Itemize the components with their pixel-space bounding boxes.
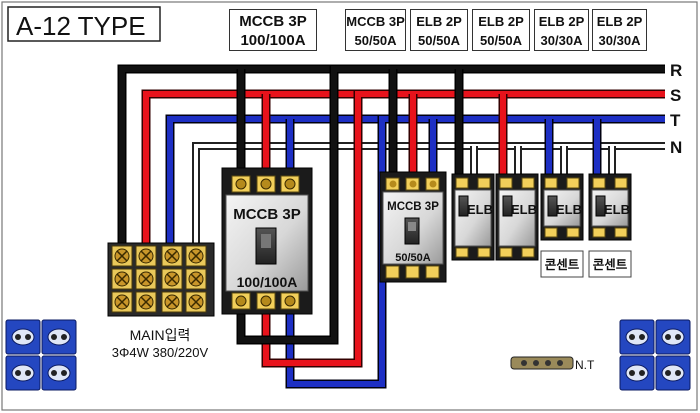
branch-mccb-wires	[388, 69, 438, 180]
branch-mccb-name: MCCB 3P	[387, 201, 439, 213]
main-input-label: MAIN입력	[130, 327, 191, 343]
svg-text:콘센트: 콘센트	[593, 257, 628, 272]
terminal-screw	[161, 245, 183, 267]
svg-text:콘센트: 콘센트	[545, 257, 580, 272]
title-box	[7, 6, 161, 42]
neutral-terminal-bar	[510, 356, 574, 370]
elb-handle	[458, 195, 469, 217]
elb-handle	[595, 195, 606, 217]
terminal-screw	[161, 268, 183, 290]
elb-label: ELB	[604, 202, 630, 217]
spec-label-elb-2: ELB 2P 50/50A	[472, 9, 530, 51]
outlet-label-1: 콘센트	[540, 250, 584, 278]
elb-unit-2: ELB	[495, 173, 539, 261]
elb-wires	[454, 69, 616, 180]
spec-label-branch-mccb: MCCB 3P 50/50A	[345, 9, 406, 51]
elb-handle	[502, 195, 513, 217]
bus-n	[192, 142, 665, 245]
terminal-screw	[135, 268, 157, 290]
main-breaker-name: MCCB 3P	[233, 206, 301, 223]
terminal-screw	[185, 291, 207, 313]
main-breaker-top-screws	[231, 175, 300, 193]
elb-label: ELB	[556, 202, 582, 217]
branch-mccb	[379, 171, 447, 283]
outlet-label-2: 콘센트	[588, 250, 632, 278]
terminal-screw	[135, 245, 157, 267]
page-title: A-12 TYPE	[16, 11, 146, 41]
elb-unit-1: ELB	[451, 173, 495, 261]
terminal-screw	[111, 245, 133, 267]
elb-unit-3: ELB	[540, 173, 584, 241]
elb-label: ELB	[467, 202, 493, 217]
terminal-screw	[135, 291, 157, 313]
terminal-screw	[185, 268, 207, 290]
terminal-block-right	[619, 319, 691, 391]
bus-r	[117, 64, 665, 245]
main-input-spec: 3Φ4W 380/220V	[112, 345, 209, 360]
spec-label-elb-3: ELB 2P 30/30A	[534, 9, 589, 51]
main-input-terminal-block	[107, 242, 215, 317]
terminal-screw	[111, 291, 133, 313]
main-breaker	[221, 167, 313, 315]
terminal-screw	[161, 291, 183, 313]
terminal-screw	[111, 268, 133, 290]
elb-handle	[547, 195, 558, 217]
terminal-screw	[185, 245, 207, 267]
main-breaker-top-wires	[236, 69, 295, 182]
bus-s	[141, 89, 665, 245]
terminal-block-left	[5, 319, 77, 391]
spec-label-elb-4: ELB 2P 30/30A	[592, 9, 647, 51]
main-breaker-rating: 100/100A	[237, 274, 298, 290]
spec-label-main-mccb: MCCB 3P 100/100A	[229, 9, 317, 51]
elb-label: ELB	[511, 202, 537, 217]
bus-label-s: S	[670, 86, 681, 105]
spec-label-elb-1: ELB 2P 50/50A	[410, 9, 468, 51]
elb-unit-4: ELB	[588, 173, 632, 241]
bus-label-r: R	[670, 61, 682, 80]
bus-label-t: T	[670, 111, 681, 130]
branch-mccb-rating: 50/50A	[395, 252, 431, 264]
bus-label-n: N	[670, 138, 682, 157]
neutral-terminal-label: N.T	[575, 358, 595, 372]
main-breaker-bottom-screws	[231, 292, 300, 310]
